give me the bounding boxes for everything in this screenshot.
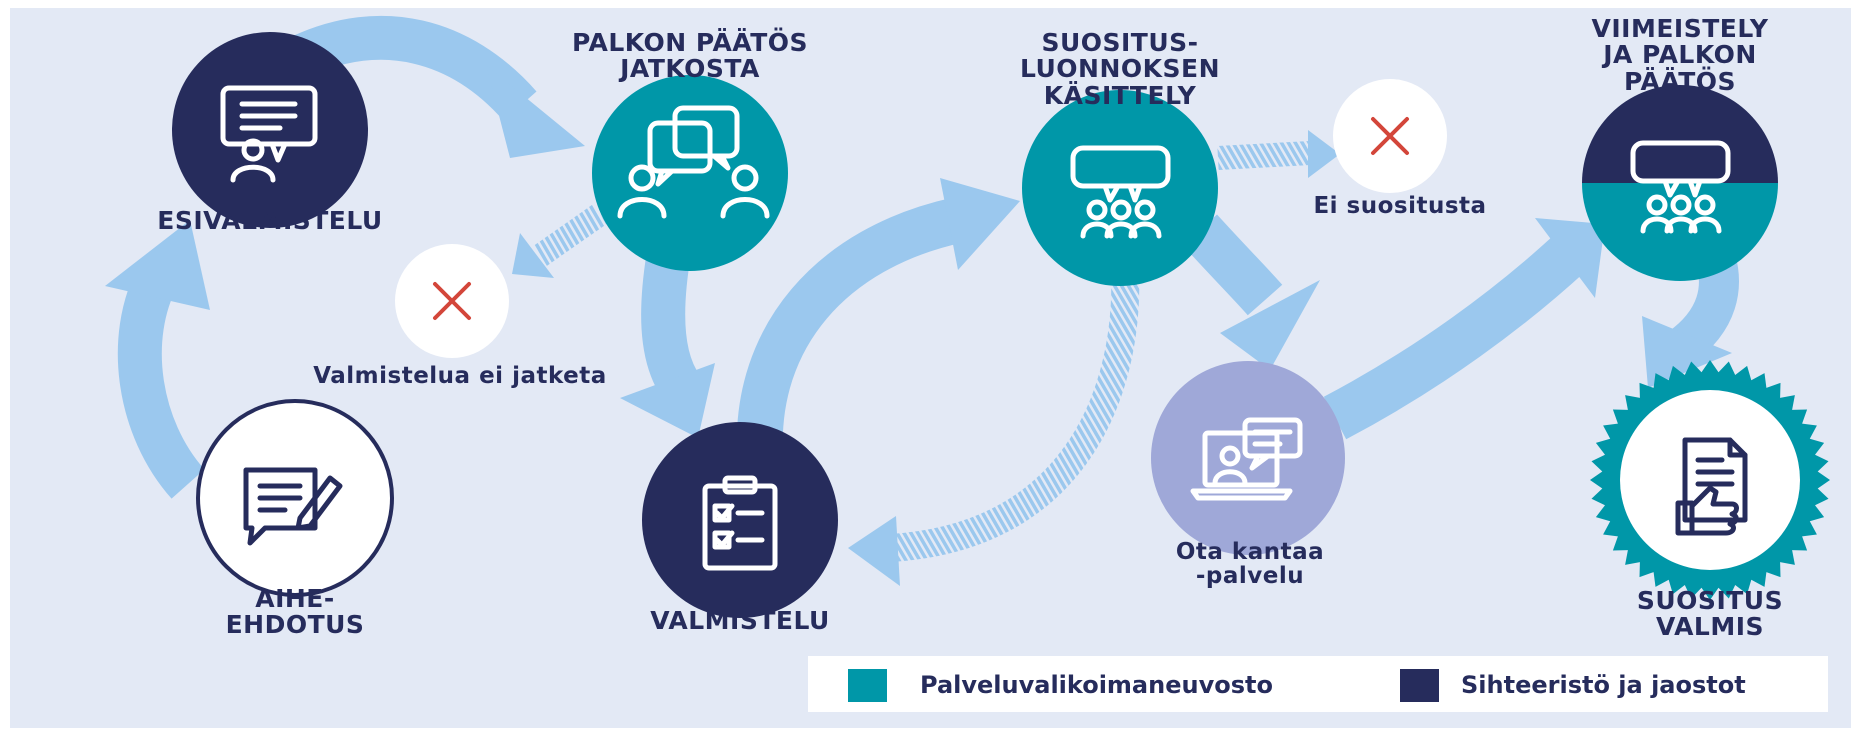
node-suositusluonnos: [1022, 90, 1218, 286]
arrow-esivalmistelu-to-palkon-head: [486, 65, 585, 158]
cross-icon: [433, 282, 471, 320]
label-line: Ota kantaa: [1175, 539, 1325, 565]
label-ota-kantaa: Ota kantaa -palvelu: [1130, 540, 1370, 588]
outcome-valmistelua-ei-jatketa: [395, 244, 509, 358]
label-line: PALKON PÄÄTÖS: [571, 28, 809, 57]
outcome-ei-suositusta: [1333, 79, 1447, 193]
checklist-icon: [702, 475, 778, 571]
arrow-otakantaa-to-viimeistely: [1323, 235, 1587, 440]
label-line: JA PALKON: [1603, 40, 1757, 70]
discussion-icon: [617, 105, 770, 219]
label-line: VIIMEISTELY: [1591, 14, 1769, 43]
arrow-valmistelu-to-suositus: [736, 197, 964, 454]
node-esivalmistelu: [172, 32, 368, 228]
label-viimeistely: VIIMEISTELY JA PALKON PÄÄTÖS: [1550, 14, 1810, 96]
arrow-viimeistely-to-valmis-head: [1642, 316, 1732, 388]
cross-icon: [1371, 117, 1409, 155]
arrow-aihe-to-esivalmistelu: [117, 265, 205, 499]
label-aihe-ehdotus: AIHE- EHDOTUS: [170, 584, 420, 640]
edit-message-icon: [243, 467, 343, 546]
arrow-suositus-to-reject-head: [1308, 130, 1340, 178]
legend-label-sihteeristo: Sihteeristö ja jaostot: [1461, 671, 1746, 699]
label-line: PÄÄTÖS: [1623, 66, 1737, 96]
arrow-valmistelu-to-suositus-head: [940, 178, 1020, 270]
node-ota-kantaa: [1151, 361, 1345, 555]
group-meeting-icon: [1070, 145, 1171, 239]
document-approved-icon: [1675, 437, 1748, 536]
arrow-otakantaa-to-viimeistely-head: [1535, 218, 1605, 298]
label-line: JATKOSTA: [620, 54, 760, 84]
node-suositus-valmis: [1590, 360, 1830, 600]
label-suositus-valmis: SUOSITUS VALMIS: [1580, 586, 1840, 642]
label-line: -palvelu: [1195, 563, 1305, 590]
node-viimeistely: [1582, 85, 1778, 281]
arrow-suositus-to-otakantaa-head: [1220, 280, 1320, 370]
label-valmistelua-ei-jatketa: Valmistelua ei jatketa: [313, 363, 607, 389]
label-esivalmistelu: ESIVALMISTELU: [157, 206, 383, 235]
label-ei-suositusta: Ei suositusta: [1313, 193, 1487, 219]
arrow-aihe-to-esivalmistelu-head: [105, 220, 210, 310]
arrow-suositus-to-otakantaa: [1182, 214, 1283, 316]
legend-label-palveluvalikoimaneuvosto: Palveluvalikoimaneuvosto: [920, 671, 1273, 699]
presentation-icon: [220, 85, 318, 183]
process-diagram: ESIVALMISTELU PALKON PÄÄTÖS JATKOSTA SUO…: [10, 8, 1851, 728]
label-suositusluonnos: SUOSITUS- LUONNOKSEN KÄSITTELY: [970, 28, 1270, 110]
diagram-svg: [105, 15, 1830, 618]
legend-swatch-navy: [1400, 669, 1439, 702]
label-palkon-paatos: PALKON PÄÄTÖS JATKOSTA: [530, 28, 850, 84]
label-line: SUOSITUS: [1636, 586, 1784, 615]
legend-swatch-teal: [848, 669, 887, 702]
node-palkon-paatos: [592, 75, 788, 271]
label-line: LUONNOKSEN: [1019, 54, 1221, 84]
label-line: KÄSITTELY: [1043, 80, 1197, 110]
label-line: SUOSITUS-: [1041, 28, 1199, 57]
arrows: [105, 15, 1739, 586]
legend: Palveluvalikoimaneuvosto Sihteeristö ja …: [808, 656, 1828, 712]
label-line: EHDOTUS: [225, 610, 365, 640]
node-valmistelu: [642, 422, 838, 618]
label-line: AIHE-: [255, 584, 335, 613]
group-meeting-icon: [1630, 140, 1731, 234]
node-aihe-ehdotus: [196, 399, 394, 597]
label-line: VALMIS: [1655, 612, 1765, 642]
laptop-chat-icon: [1190, 417, 1303, 501]
arrow-palkon-to-valmistelu-head: [620, 363, 715, 438]
label-valmistelu: VALMISTELU: [650, 606, 830, 635]
arrow-palkon-to-reject-head: [512, 233, 554, 278]
arrow-suositus-to-valmistelu-head: [848, 516, 900, 586]
